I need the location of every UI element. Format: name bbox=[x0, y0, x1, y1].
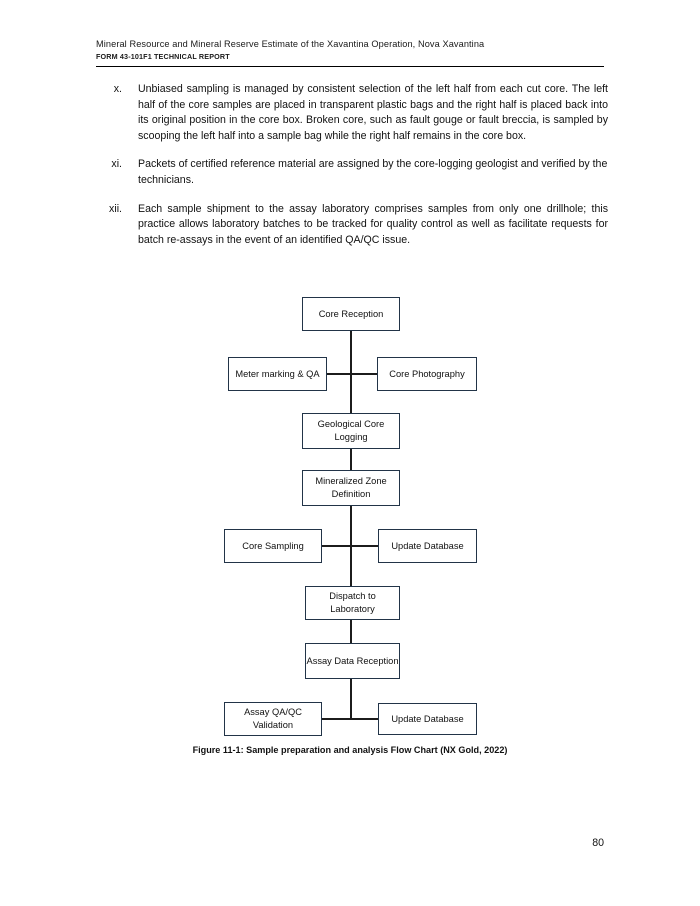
flow-node-assay-qaqc-validation[interactable]: Assay QA/QC Validation bbox=[224, 702, 322, 736]
flow-node-label: Core Sampling bbox=[242, 540, 304, 551]
flow-node-geological-core-logging[interactable]: Geological Core Logging bbox=[302, 413, 400, 449]
flow-node-meter-marking-qa[interactable]: Meter marking & QA bbox=[228, 357, 327, 391]
connector-h-sampling-to-spine bbox=[322, 545, 351, 547]
list-item: xi. Packets of certified reference mater… bbox=[96, 157, 608, 188]
flow-node-label: Assay Data Reception bbox=[306, 655, 399, 666]
list-item: xii. Each sample shipment to the assay l… bbox=[96, 202, 608, 249]
connector-h-spine-to-database-1 bbox=[351, 545, 379, 547]
figure-caption: Figure 11-1: Sample preparation and anal… bbox=[192, 745, 508, 755]
flow-node-label: Core Reception bbox=[318, 308, 384, 319]
body-list: x. Unbiased sampling is managed by consi… bbox=[96, 82, 608, 261]
connector-v-reception-to-logging bbox=[350, 331, 353, 413]
header-subtitle: FORM 43-101F1 TECHNICAL REPORT bbox=[96, 52, 230, 61]
flow-node-label: Update Database bbox=[391, 540, 464, 551]
flow-node-mineralized-zone[interactable]: Mineralized Zone Definition bbox=[302, 470, 400, 506]
flow-node-update-database-2[interactable]: Update Database bbox=[378, 703, 477, 735]
header-title: Mineral Resource and Mineral Reserve Est… bbox=[96, 39, 485, 49]
connector-h-meter-to-spine bbox=[327, 373, 351, 375]
flow-node-core-reception[interactable]: Core Reception bbox=[302, 297, 400, 331]
list-item-text: Each sample shipment to the assay labora… bbox=[138, 202, 608, 246]
list-item: x. Unbiased sampling is managed by consi… bbox=[96, 82, 608, 144]
list-item-text: Packets of certified reference material … bbox=[138, 158, 608, 186]
flow-node-core-sampling[interactable]: Core Sampling bbox=[224, 529, 322, 563]
list-item-marker: xii. bbox=[109, 202, 122, 215]
connector-h-validation-to-spine bbox=[322, 718, 351, 720]
flow-node-label: Update Database bbox=[391, 713, 464, 724]
flow-node-label: Meter marking & QA bbox=[235, 368, 320, 379]
flow-node-label: Geological Core Logging bbox=[317, 419, 385, 442]
list-item-marker: xi. bbox=[111, 158, 122, 171]
flow-node-label: Core Photography bbox=[389, 368, 465, 379]
page-header: Mineral Resource and Mineral Reserve Est… bbox=[96, 38, 604, 62]
flow-node-label: Assay QA/QC Validation bbox=[244, 707, 302, 730]
flow-node-label: Dispatch to Laboratory bbox=[329, 591, 376, 614]
header-divider bbox=[96, 66, 604, 67]
flow-node-core-photography[interactable]: Core Photography bbox=[377, 357, 477, 391]
flow-node-dispatch-to-laboratory[interactable]: Dispatch to Laboratory bbox=[305, 586, 400, 620]
connector-v-dispatch-to-assay bbox=[350, 620, 353, 644]
list-item-marker: x. bbox=[113, 83, 122, 95]
connector-v-logging-to-mineral bbox=[350, 449, 353, 471]
page-number: 80 bbox=[592, 837, 604, 849]
flow-node-label: Mineralized Zone Definition bbox=[315, 476, 387, 499]
list-item-text: Unbiased sampling is managed by consiste… bbox=[138, 83, 608, 142]
flow-node-update-database-1[interactable]: Update Database bbox=[378, 529, 477, 563]
connector-v-mineral-to-dispatch bbox=[350, 506, 353, 587]
flow-node-assay-data-reception[interactable]: Assay Data Reception bbox=[305, 643, 400, 679]
connector-h-spine-to-database-2 bbox=[351, 718, 379, 720]
connector-v-assay-to-bottom bbox=[350, 679, 353, 719]
connector-h-spine-to-photography bbox=[351, 373, 378, 375]
